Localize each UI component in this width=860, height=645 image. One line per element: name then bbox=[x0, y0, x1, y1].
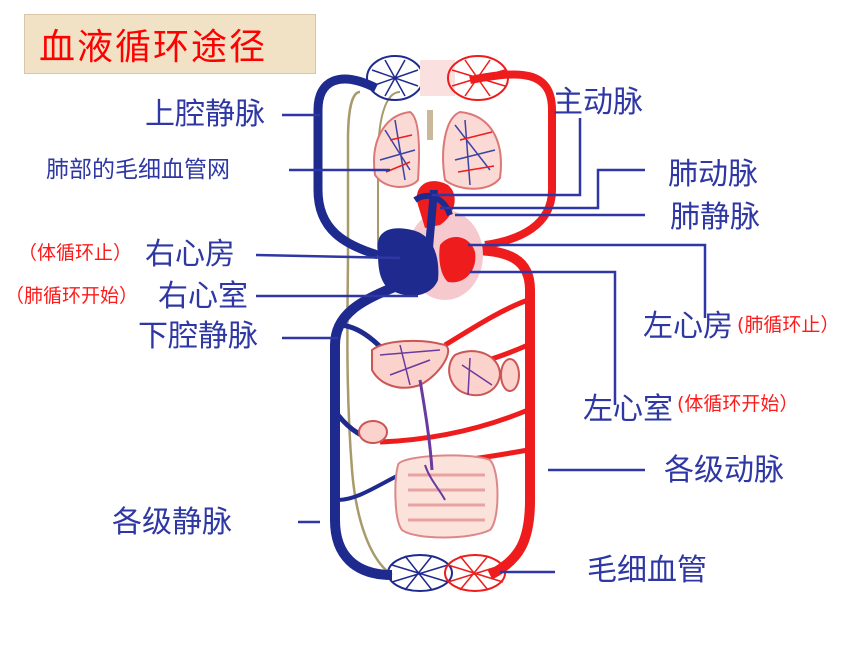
artery-branch-3 bbox=[379, 407, 529, 445]
artery-upper-loop bbox=[469, 70, 556, 249]
label-veins: 各级静脉 bbox=[112, 505, 232, 540]
page-title: 血液循环途径 bbox=[39, 27, 268, 68]
artery-descending bbox=[469, 245, 535, 580]
artery-branch-1 bbox=[443, 297, 529, 348]
spleen bbox=[358, 420, 388, 444]
label-right-atrium: 右心房 bbox=[145, 237, 235, 272]
pointer-lines bbox=[255, 113, 707, 574]
lymph-vessel bbox=[346, 90, 393, 577]
label-aorta: 主动脉 bbox=[553, 85, 643, 120]
heart bbox=[377, 181, 483, 300]
label-left-ventricle: 左心室 bbox=[583, 392, 673, 427]
label-pulmonary-vein: 肺静脉 bbox=[670, 200, 760, 235]
upper-capillary-net bbox=[366, 55, 509, 101]
portal-vessel bbox=[418, 379, 434, 471]
label-pulmonary-artery: 肺动脉 bbox=[668, 157, 758, 192]
label-left-atrium: 左心房 bbox=[643, 309, 733, 344]
liver bbox=[371, 339, 450, 389]
lower-capillary-net bbox=[387, 554, 506, 592]
vein-lower-trunk bbox=[330, 280, 402, 580]
lungs bbox=[373, 110, 502, 190]
label-lung-capillary-net: 肺部的毛细血管网 bbox=[46, 157, 230, 183]
label-superior-vena-cava: 上腔静脉 bbox=[145, 97, 265, 132]
label-right-ventricle: 右心室 bbox=[158, 279, 248, 314]
kidney bbox=[500, 358, 520, 392]
note-systemic-start: (体循环开始） bbox=[677, 393, 799, 415]
label-capillaries: 毛细血管 bbox=[587, 553, 707, 588]
label-inferior-vena-cava: 下腔静脉 bbox=[138, 319, 258, 354]
stomach bbox=[448, 350, 502, 397]
label-arteries: 各级动脉 bbox=[664, 453, 784, 488]
note-systemic-end: （体循环止） bbox=[18, 242, 133, 264]
note-pulmonary-start: （肺循环开始） bbox=[5, 285, 139, 307]
title-banner: 血液循环途径 bbox=[24, 14, 316, 74]
vein-upper-loop bbox=[313, 74, 380, 260]
intestine bbox=[394, 454, 499, 539]
note-pulmonary-end: (肺循环止） bbox=[737, 314, 840, 336]
